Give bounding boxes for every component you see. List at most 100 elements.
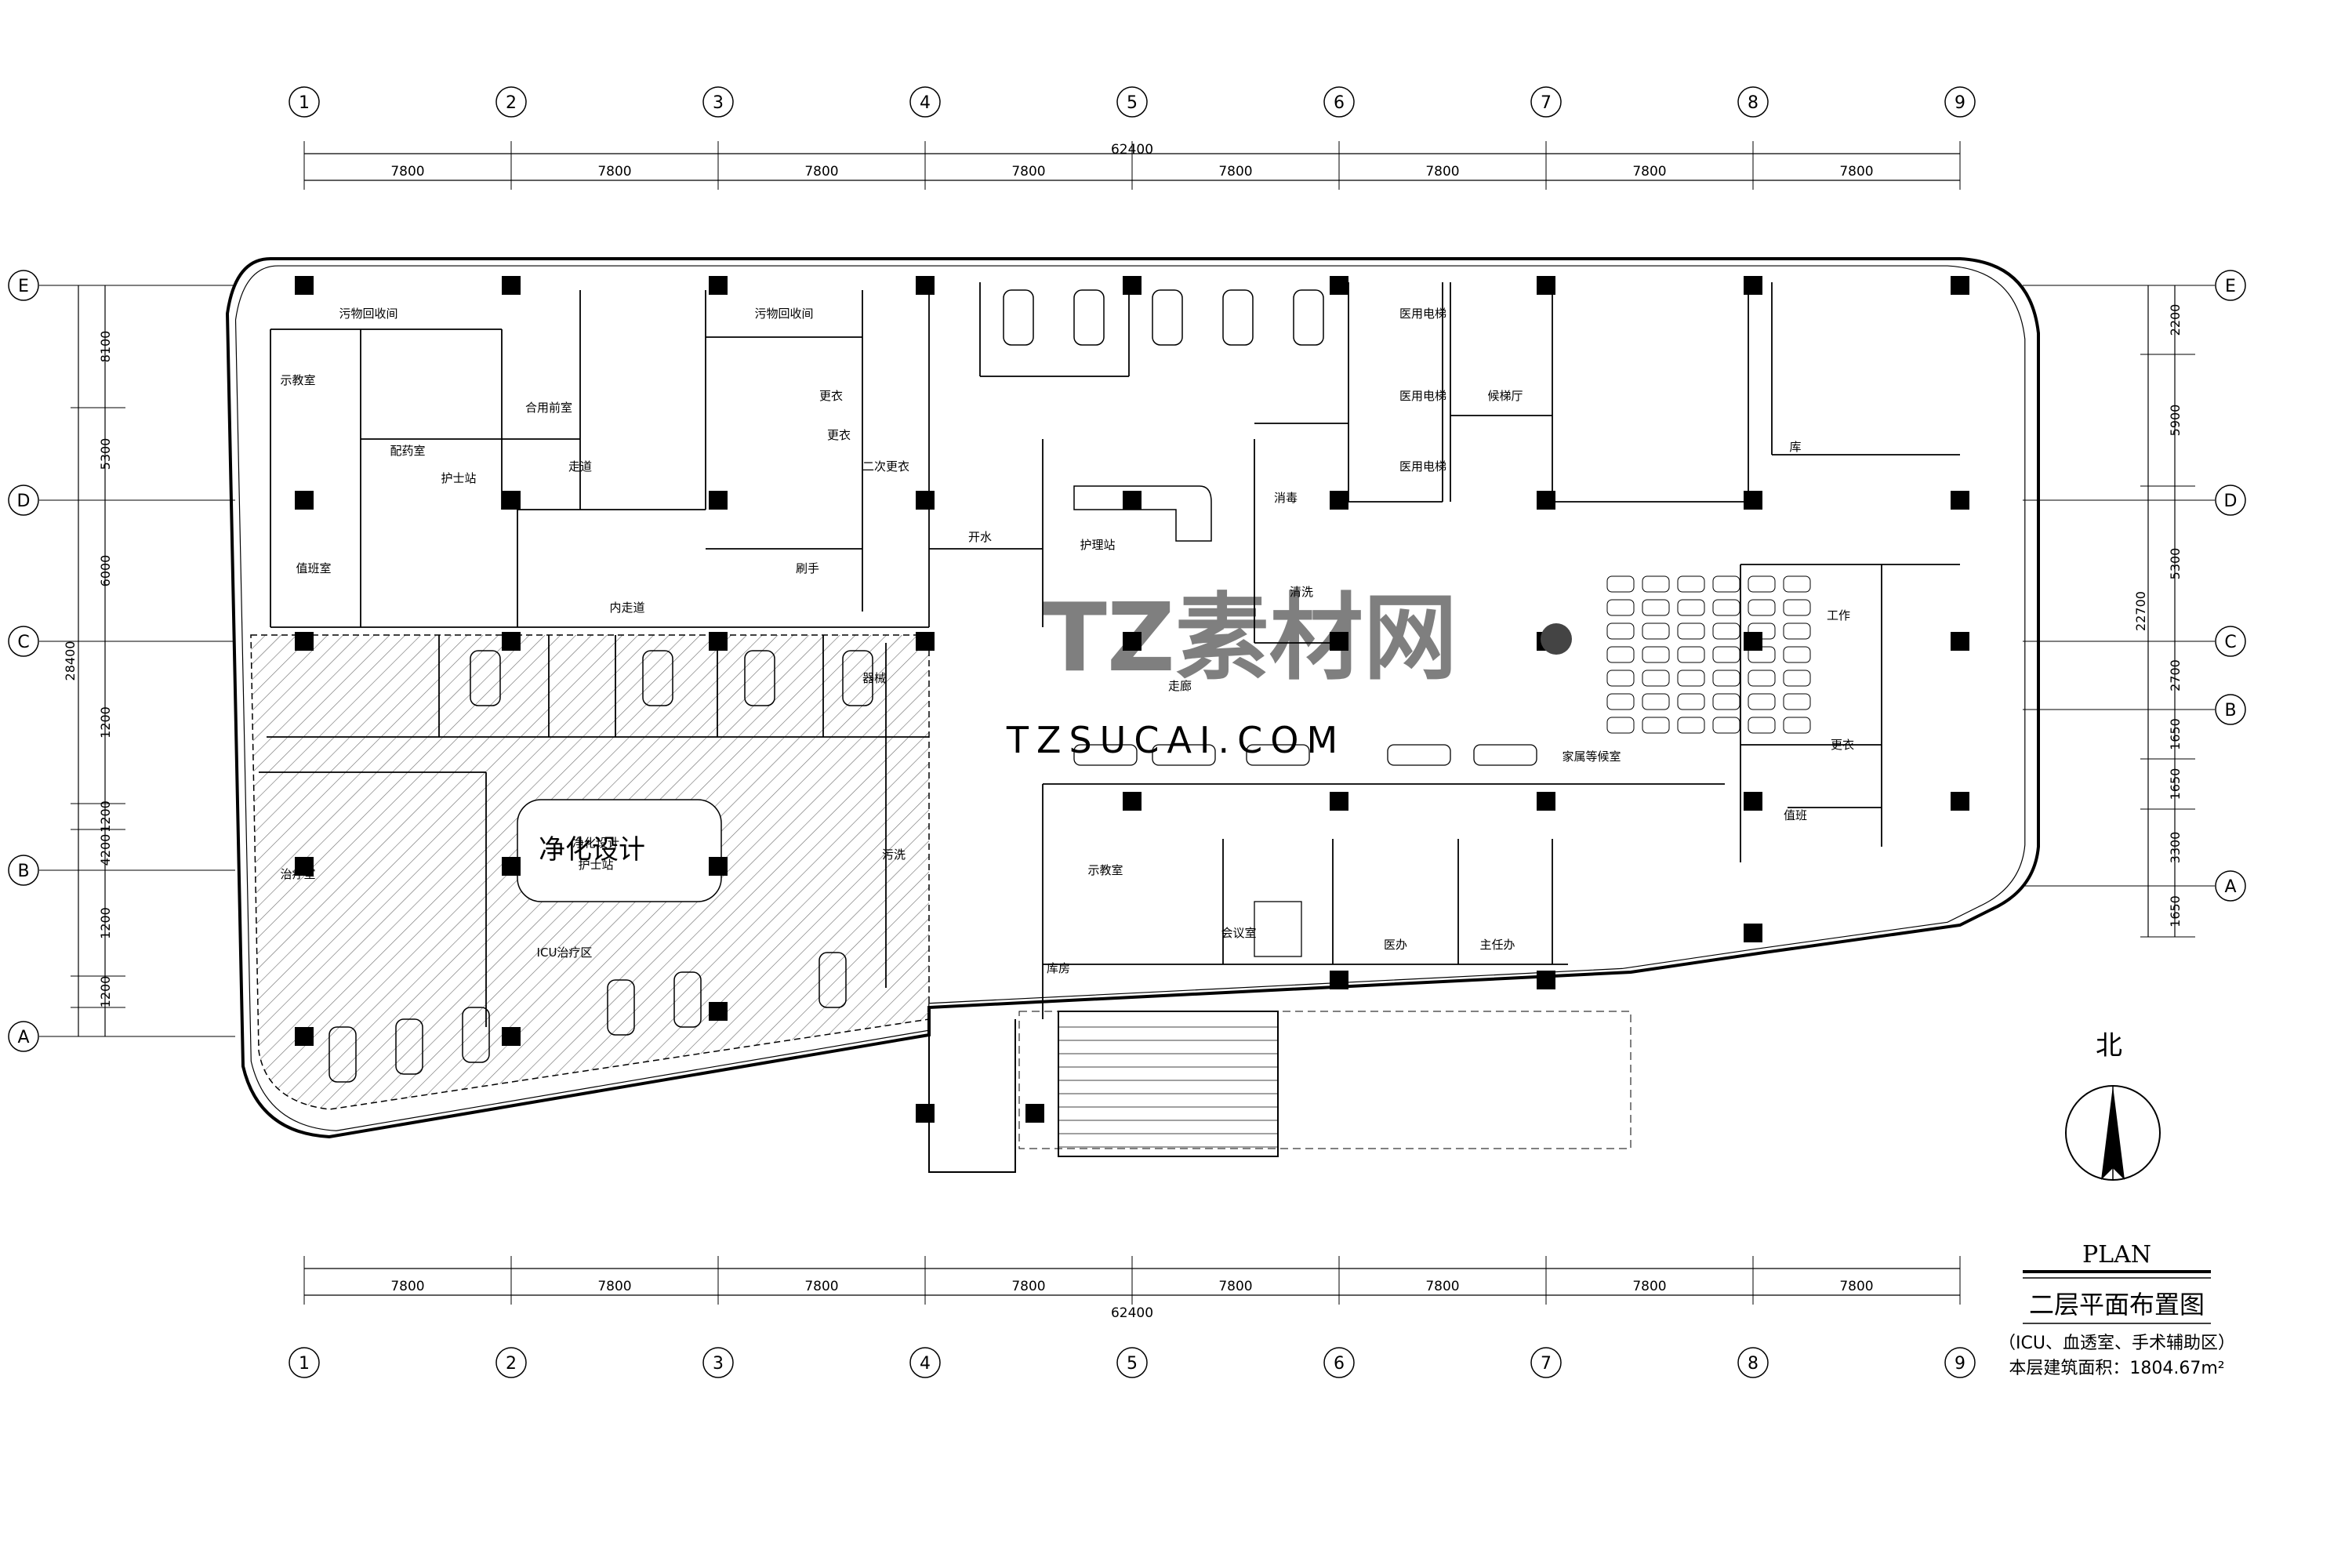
grid-axis-bubble bbox=[1737, 1347, 1769, 1378]
structural-column bbox=[709, 276, 728, 295]
grid-axis-label: 8 bbox=[1748, 1354, 1759, 1374]
room-label: 污洗 bbox=[882, 848, 906, 862]
dimension-span-label: 1650 bbox=[2168, 895, 2183, 927]
plan-label: PLAN bbox=[2082, 1241, 2151, 1269]
dimension-span-label: 7800 bbox=[1425, 1279, 1459, 1294]
structural-column bbox=[502, 632, 521, 651]
dimension-span-label: 2200 bbox=[2168, 304, 2183, 336]
structural-column bbox=[1951, 276, 1969, 295]
grid-axis-label: E bbox=[18, 277, 29, 296]
interior-walls bbox=[259, 282, 1960, 1027]
grid-axis-bubble bbox=[8, 855, 39, 886]
waiting-seat bbox=[1712, 717, 1740, 734]
room-label: 消毒 bbox=[1274, 491, 1298, 505]
grid-axis-label: A bbox=[2224, 877, 2236, 897]
grid-axis-label: B bbox=[2224, 701, 2236, 720]
waiting-seat bbox=[1606, 575, 1635, 593]
room-label: 污物回收间 bbox=[754, 307, 813, 321]
grid-axis-label: 5 bbox=[1127, 1354, 1138, 1374]
room-label: 配药室 bbox=[390, 444, 425, 458]
structural-column bbox=[709, 491, 728, 510]
room-label: 医用电梯 bbox=[1399, 389, 1446, 403]
clean-zone-label: 净化设计 bbox=[539, 834, 645, 866]
grid-axis-label: D bbox=[2224, 492, 2238, 511]
structural-column bbox=[295, 1027, 314, 1046]
grid-axis-bubble bbox=[702, 86, 734, 118]
watermark-cn: TZ素材网 bbox=[1043, 584, 1457, 693]
waiting-bench bbox=[1073, 744, 1138, 766]
room-label: 合用前室 bbox=[525, 401, 572, 415]
dimension-span-label: 7800 bbox=[390, 164, 424, 180]
waiting-seat bbox=[1783, 622, 1811, 640]
structural-column bbox=[1744, 632, 1762, 651]
structural-column bbox=[1123, 792, 1142, 811]
waiting-seat bbox=[1677, 717, 1705, 734]
dimension-total-label: 62400 bbox=[1111, 1305, 1153, 1321]
grid-axis-label: 3 bbox=[713, 93, 724, 113]
room-label: 净化设计 bbox=[572, 836, 619, 850]
waiting-seat bbox=[1642, 670, 1670, 687]
structural-column bbox=[502, 1027, 521, 1046]
dimension-span-label: 7800 bbox=[1632, 164, 1666, 180]
grid-axis-bubble bbox=[1530, 1347, 1562, 1378]
room-label: 走道 bbox=[568, 459, 592, 474]
grid-axis-bubble bbox=[8, 270, 39, 301]
reception-desk bbox=[1073, 485, 1212, 542]
icu-bed bbox=[1222, 289, 1254, 346]
room-label: 库房 bbox=[1047, 961, 1070, 975]
waiting-bench bbox=[1387, 744, 1451, 766]
grid-axis-bubble bbox=[495, 1347, 527, 1378]
structural-column bbox=[1951, 792, 1969, 811]
structural-column bbox=[1537, 792, 1555, 811]
waiting-seat bbox=[1606, 693, 1635, 710]
structural-column bbox=[502, 276, 521, 295]
dimension-total-label: 28400 bbox=[63, 641, 78, 681]
grid-axis-bubble bbox=[2215, 485, 2246, 516]
grid-axis-bubble bbox=[2215, 626, 2246, 657]
dimension-span-label: 7800 bbox=[390, 1279, 424, 1294]
room-label: 更衣 bbox=[1831, 738, 1854, 752]
structural-column bbox=[1951, 632, 1969, 651]
grid-axis-bubble bbox=[495, 86, 527, 118]
waiting-bench bbox=[1152, 744, 1216, 766]
structural-column bbox=[916, 1104, 935, 1123]
room-label: 护理站 bbox=[1080, 538, 1115, 552]
dimension-span-label: 7800 bbox=[804, 1279, 838, 1294]
room-label: 工作 bbox=[1827, 608, 1850, 622]
waiting-seat bbox=[1642, 693, 1670, 710]
room-label: 污物回收间 bbox=[339, 307, 397, 321]
canopy-outline bbox=[1018, 1011, 1632, 1149]
grid-axis-bubble bbox=[2215, 270, 2246, 301]
room-label: 更衣 bbox=[819, 389, 843, 403]
grid-axis-bubble bbox=[2215, 870, 2246, 902]
grid-axis-bubble bbox=[909, 1347, 941, 1378]
exterior-wall-inner bbox=[234, 265, 2026, 1131]
grid-axis-bubble bbox=[1116, 86, 1148, 118]
dimension-span-label: 7800 bbox=[1839, 1279, 1873, 1294]
grid-axis-label: 4 bbox=[920, 1354, 931, 1374]
icu-bed bbox=[1003, 289, 1034, 346]
structural-column bbox=[295, 857, 314, 876]
room-label: 器械 bbox=[862, 671, 886, 685]
waiting-seat bbox=[1783, 575, 1811, 593]
room-label: 候梯厅 bbox=[1487, 389, 1523, 403]
dimension-span-label: 7800 bbox=[597, 1279, 631, 1294]
structural-column bbox=[1951, 491, 1969, 510]
icu-bed bbox=[1293, 289, 1324, 346]
waiting-seat bbox=[1712, 646, 1740, 663]
room-label: 内走道 bbox=[609, 601, 644, 615]
grid-axis-bubble bbox=[1944, 1347, 1976, 1378]
room-label: 主任办 bbox=[1479, 938, 1515, 952]
icu-bed bbox=[1073, 289, 1105, 346]
grid-axis-label: 6 bbox=[1334, 1354, 1345, 1374]
waiting-seat bbox=[1606, 646, 1635, 663]
room-label: 医用电梯 bbox=[1399, 307, 1446, 321]
icu-bed bbox=[1152, 289, 1183, 346]
dialysis-bed bbox=[607, 979, 635, 1036]
structural-column bbox=[1123, 491, 1142, 510]
dimension-total-label: 62400 bbox=[1111, 142, 1153, 158]
room-label: 清洗 bbox=[1290, 585, 1313, 599]
structural-column bbox=[1330, 632, 1348, 651]
treatment-bed bbox=[744, 650, 775, 706]
nurse-station-island bbox=[517, 799, 722, 902]
